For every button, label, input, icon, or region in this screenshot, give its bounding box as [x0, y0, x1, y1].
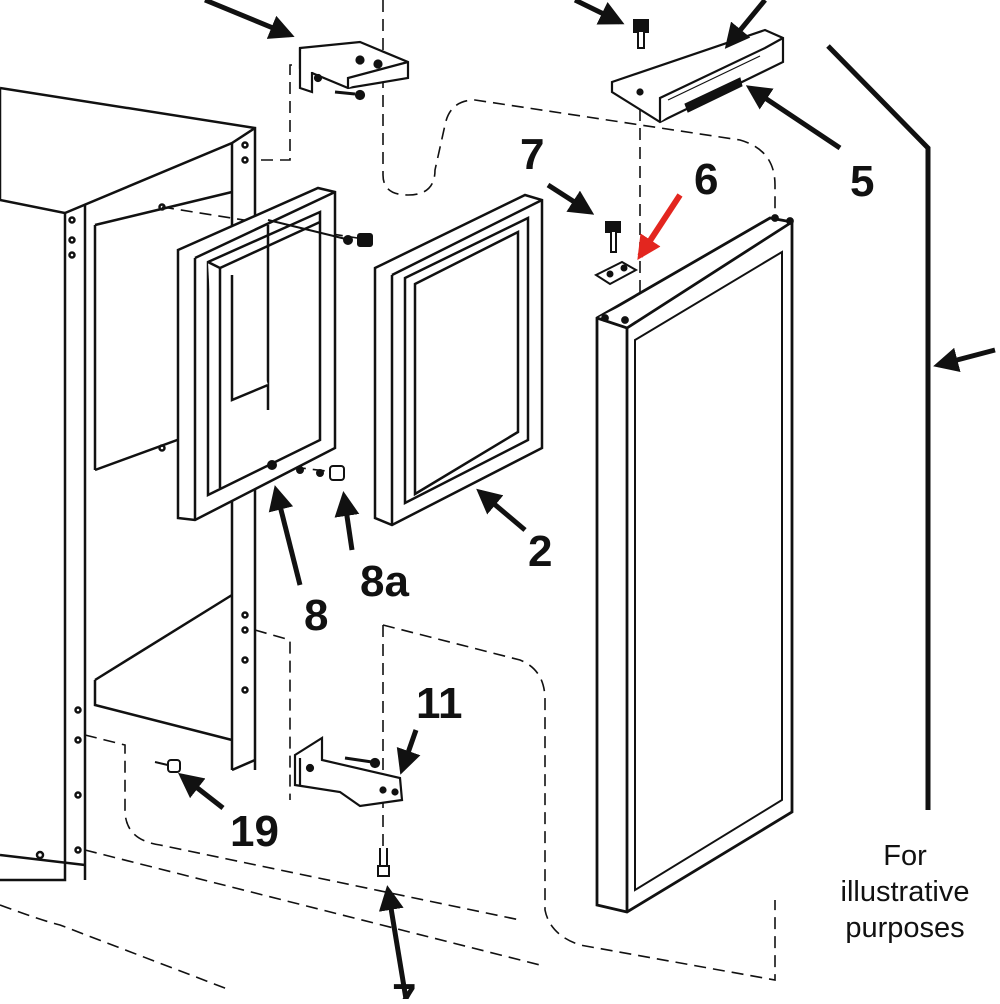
note-line-1: For — [883, 840, 927, 872]
top-hinge-bracket — [298, 40, 410, 101]
reference-bar — [826, 44, 931, 810]
leader-arrows — [178, 0, 996, 1000]
callout-7-top: 7 — [520, 130, 545, 179]
callout-5: 5 — [850, 157, 875, 206]
part-7-screw — [605, 221, 649, 299]
note-line-3: purposes — [845, 912, 965, 944]
frame-screws — [267, 219, 373, 481]
note-line-2: illustrative — [840, 876, 970, 908]
callout-8a: 8a — [360, 557, 409, 606]
callout-6: 6 — [694, 155, 719, 204]
callout-2: 2 — [528, 527, 553, 576]
assembly-guide-lines — [0, 0, 776, 991]
callout-8: 8 — [304, 591, 329, 640]
illustrative-note: For illustrative purposes — [820, 838, 990, 946]
bottom-screw — [377, 848, 390, 877]
part-6-plate — [593, 260, 639, 286]
callout-11: 11 — [416, 679, 463, 728]
callout-7-bottom: 7 — [392, 978, 416, 999]
red-arrow-part-6 — [637, 193, 683, 261]
door-panel — [595, 214, 794, 914]
part-19-screw — [154, 759, 181, 773]
part-5-bracket — [610, 28, 785, 124]
top-screw — [633, 19, 649, 49]
bottom-hinge-bracket — [293, 736, 404, 808]
part-2-gasket — [373, 193, 544, 527]
callout-19: 19 — [230, 807, 279, 856]
part-8-frame — [176, 186, 337, 522]
